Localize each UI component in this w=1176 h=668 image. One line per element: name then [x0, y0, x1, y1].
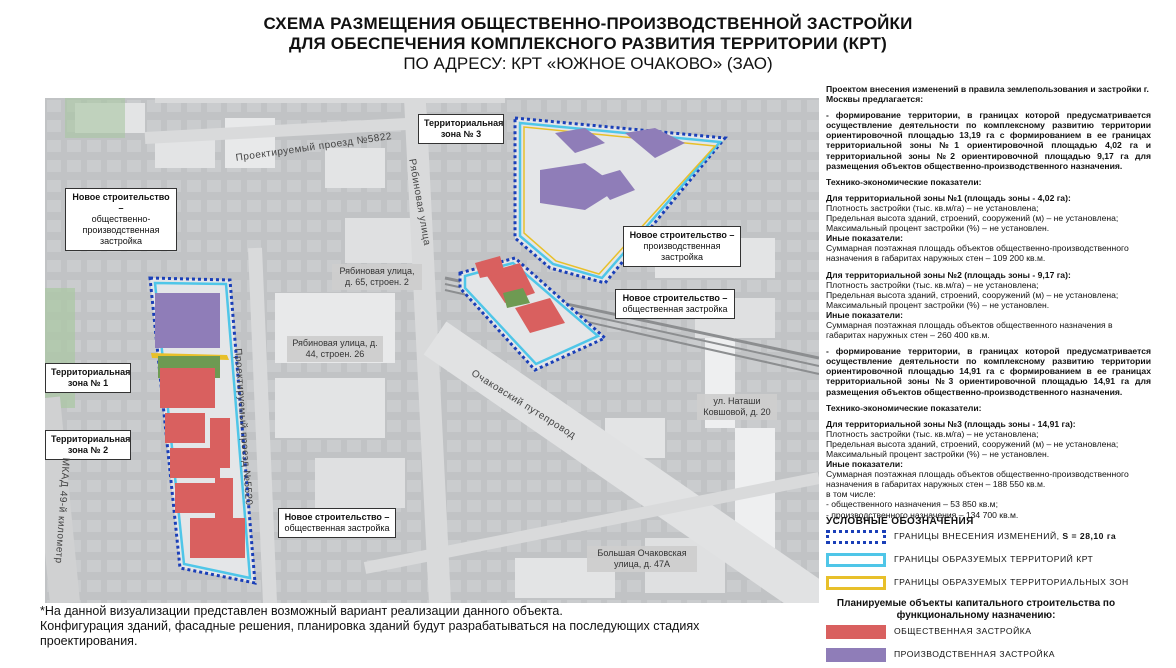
- legend-plan-title: Планируемые объекты капитального строите…: [836, 598, 1116, 621]
- panel-z3-height: Предельная высота зданий, строений, соор…: [826, 438, 1119, 449]
- panel-z3-other: Иные показатели:: [826, 459, 904, 470]
- legend-label-industrial: ПРОИЗВОДСТВЕННАЯ ЗАСТРОЙКА: [894, 649, 1055, 659]
- panel-z3-prod: - производственного назначения – 134 700…: [826, 509, 1019, 520]
- footnote-line-3: проектирования.: [40, 634, 138, 648]
- zone2-public-2: [165, 413, 205, 443]
- legend-swatch-public: [826, 625, 886, 639]
- footnote: *На данной визуализации представлен возм…: [40, 604, 800, 649]
- panel-z2-head: Для территориальной зоны №2 (площадь зон…: [826, 269, 1071, 280]
- panel-intro: Проектом внесения изменений в правила зе…: [826, 84, 1149, 105]
- legend-swatch-industrial: [826, 648, 886, 662]
- panel-p2: - формирование территории, в границах ко…: [826, 346, 1151, 397]
- legend-label-public: ОБЩЕСТВЕННАЯ ЗАСТРОЙКА: [894, 626, 1032, 636]
- title-line-3: ПО АДРЕСУ: КРТ «ЮЖНОЕ ОЧАКОВО» (ЗАО): [403, 54, 773, 73]
- panel-z1-head: Для территориальной зоны №1 (площадь зон…: [826, 192, 1071, 203]
- callout-new-prod-right: Новое строительство –производственная за…: [623, 226, 741, 267]
- legend-swatch-boundary: [826, 530, 886, 544]
- legend-item-industrial: ПРОИЗВОДСТВЕННАЯ ЗАСТРОЙКА: [826, 645, 1156, 668]
- legend-area: S = 28,10 га: [1062, 531, 1117, 541]
- address-kovshovoy-20: ул. Наташи Ковшовой, д. 20: [697, 394, 777, 420]
- panel-z2-height: Предельная высота зданий, строений, соор…: [826, 289, 1119, 300]
- footnote-line-2: Конфигурация зданий, фасадные решения, п…: [40, 619, 700, 633]
- page-title: СХЕМА РАЗМЕЩЕНИЯ ОБЩЕСТВЕННО-ПРОИЗВОДСТВ…: [0, 14, 1176, 74]
- panel-z3-total: Суммарная поэтажная площадь объектов общ…: [826, 469, 1129, 490]
- panel-z1-percent: Максимальный процент застройки (%) – не …: [826, 223, 1050, 234]
- zone3-industrial-2: [593, 170, 635, 200]
- panel-tep2: Технико-экономические показатели:: [826, 402, 982, 413]
- legend-label-krt: ГРАНИЦЫ ОБРАЗУЕМЫХ ТЕРРИТОРИЙ КРТ: [894, 554, 1094, 564]
- panel-z2-density: Плотность застройки (тыс. кв.м/га) – не …: [826, 279, 1039, 290]
- zone2-public-4: [175, 483, 215, 513]
- callout-new-pub-bottom: Новое строительство –общественная застро…: [278, 508, 396, 538]
- callout-zone1: Территориальная зона № 1: [45, 363, 131, 393]
- legend: УСЛОВНЫЕ ОБОЗНАЧЕНИЯ ГРАНИЦЫ ВНЕСЕНИЯ ИЗ…: [826, 516, 1156, 668]
- info-panel: Проектом внесения изменений в правила зе…: [826, 84, 1151, 520]
- address-ryabinovaya-65: Рябиновая улица, д. 65, строен. 2: [332, 264, 422, 290]
- legend-item-public: ОБЩЕСТВЕННАЯ ЗАСТРОЙКА: [826, 622, 1156, 645]
- panel-z3-incl: в том числе:: [826, 489, 876, 500]
- legend-title: УСЛОВНЫЕ ОБОЗНАЧЕНИЯ: [826, 516, 974, 527]
- proezd-5520-road: [248, 247, 277, 603]
- panel-z2-percent: Максимальный процент застройки (%) – не …: [826, 299, 1050, 310]
- panel-z1-height: Предельная высота зданий, строений, соор…: [826, 213, 1119, 224]
- zone3-industrial-4: [625, 128, 685, 158]
- panel-z1-density: Плотность застройки (тыс. кв.м/га) – не …: [826, 202, 1039, 213]
- legend-item-zones: ГРАНИЦЫ ОБРАЗУЕМЫХ ТЕРРИТОРИАЛЬНЫХ ЗОН: [826, 573, 1156, 596]
- legend-swatch-zones: [826, 576, 886, 590]
- panel-z3-percent: Максимальный процент застройки (%) – не …: [826, 449, 1050, 459]
- panel-z1-other: Иные показатели:: [826, 233, 904, 244]
- legend-swatch-krt: [826, 553, 886, 567]
- panel-p1: - формирование территории, в границах ко…: [826, 110, 1151, 171]
- proezd-5822-road: [144, 117, 426, 144]
- callout-zone3: Территориальная зона № 3: [418, 114, 504, 144]
- callout-new-prod-left: Новое строительство –общественно-произво…: [65, 188, 177, 251]
- address-ryabinovaya-44: Рябиновая улица, д. 44, строен. 26: [287, 336, 383, 362]
- zone3-industrial-3: [555, 128, 605, 153]
- panel-z3-head: Для территориальной зоны №3 (площадь зон…: [826, 418, 1076, 429]
- legend-item-krt: ГРАНИЦЫ ОБРАЗУЕМЫХ ТЕРРИТОРИЙ КРТ: [826, 550, 1156, 573]
- zone2-public-5: [190, 518, 245, 558]
- title-line-1: СХЕМА РАЗМЕЩЕНИЯ ОБЩЕСТВЕННО-ПРОИЗВОДСТВ…: [263, 14, 913, 33]
- site-map: Территориальная зона № 3 Новое строитель…: [45, 98, 819, 603]
- map-graphic: [45, 98, 819, 603]
- callout-new-pub-right: Новое строительство –общественная застро…: [615, 289, 735, 319]
- panel-z2-other: Иные показатели:: [826, 309, 904, 320]
- legend-label-zones: ГРАНИЦЫ ОБРАЗУЕМЫХ ТЕРРИТОРИАЛЬНЫХ ЗОН: [894, 577, 1129, 587]
- panel-z1-total: Суммарная поэтажная площадь объектов общ…: [826, 243, 1129, 264]
- callout-zone2: Территориальная зона № 2: [45, 430, 131, 460]
- panel-z3-density: Плотность застройки (тыс. кв.м/га) – не …: [826, 428, 1039, 439]
- panel-tep1: Технико-экономические показатели:: [826, 176, 982, 187]
- panel-z2-total: Суммарная поэтажная площадь объектов общ…: [826, 319, 1113, 341]
- title-line-2: ДЛЯ ОБЕСПЕЧЕНИЯ КОМПЛЕКСНОГО РАЗВИТИЯ ТЕ…: [289, 34, 887, 53]
- address-bolshaya-ochakovskaya: Большая Очаковская улица, д. 47А: [587, 546, 697, 572]
- zone1-industrial: [155, 293, 220, 348]
- ochakovsky-overpass: [423, 321, 819, 603]
- panel-z3-pub: - общественного назначения – 53 850 кв.м…: [826, 499, 998, 510]
- zone3-boundary: [513, 116, 728, 285]
- footnote-line-1: *На данной визуализации представлен возм…: [40, 604, 563, 618]
- zone3-industrial-1: [540, 163, 620, 210]
- legend-item-boundary: ГРАНИЦЫ ВНЕСЕНИЯ ИЗМЕНЕНИЙ, S = 28,10 га: [826, 527, 1156, 550]
- east-public-2: [515, 298, 565, 333]
- legend-label-boundary: ГРАНИЦЫ ВНЕСЕНИЯ ИЗМЕНЕНИЙ,: [894, 531, 1060, 541]
- zone2-public-1: [160, 368, 215, 408]
